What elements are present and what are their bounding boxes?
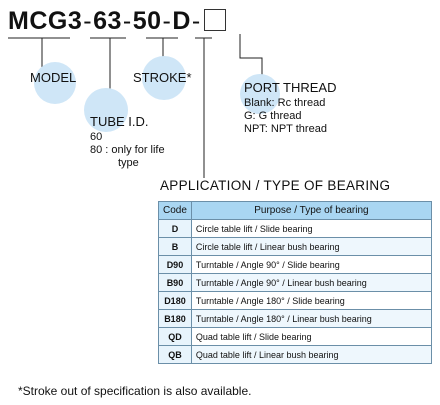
- row-code: D: [158, 219, 192, 238]
- table-row: D90 Turntable / Angle 90° / Slide bearin…: [158, 255, 432, 274]
- table-row: B90 Turntable / Angle 90° / Linear bush …: [158, 273, 432, 292]
- tube-option-80: 80 : only for life: [90, 144, 165, 156]
- model-label: MODEL: [30, 70, 77, 85]
- row-purpose: Quad table lift / Linear bush bearing: [190, 345, 432, 364]
- row-purpose: Circle table lift / Slide bearing: [190, 219, 432, 238]
- footnote: *Stroke out of specification is also ava…: [18, 384, 252, 398]
- row-code: QB: [158, 345, 192, 364]
- port-option-npt: NPT: NPT thread: [244, 123, 327, 135]
- tube-option-80-cont: type: [118, 157, 139, 169]
- row-code: B180: [158, 309, 192, 328]
- model-code: MCG3-63-50-D-: [8, 6, 226, 36]
- port-option-g: G: G thread: [244, 110, 302, 122]
- separator: -: [122, 7, 132, 35]
- stroke-bubble: [142, 56, 186, 100]
- row-purpose: Circle table lift / Linear bush bearing: [190, 237, 432, 256]
- separator: -: [191, 7, 201, 35]
- port-option-blank: Blank: Rc thread: [244, 97, 326, 109]
- row-code: B: [158, 237, 192, 256]
- application-table: Code Purpose / Type of bearing D Circle …: [158, 201, 432, 364]
- table-header-row: Code Purpose / Type of bearing: [158, 201, 432, 220]
- tube-code: 63: [93, 7, 122, 35]
- stroke-label: STROKE*: [133, 70, 192, 85]
- row-code: D90: [158, 255, 192, 274]
- table-row: B Circle table lift / Linear bush bearin…: [158, 237, 432, 256]
- row-code: D180: [158, 291, 192, 310]
- tube-bubble: [84, 88, 128, 132]
- series-code: MCG3: [8, 7, 83, 35]
- model-bubble: [34, 62, 76, 104]
- row-purpose: Turntable / Angle 180° / Linear bush bea…: [190, 309, 432, 328]
- port-leader: [239, 34, 263, 78]
- separator: -: [162, 7, 172, 35]
- table-row: D Circle table lift / Slide bearing: [158, 219, 432, 238]
- table-row: QD Quad table lift / Slide bearing: [158, 327, 432, 346]
- port-bubble: [240, 74, 280, 114]
- stroke-code: 50: [132, 7, 162, 35]
- row-purpose: Quad table lift / Slide bearing: [190, 327, 432, 346]
- row-code: QD: [158, 327, 192, 346]
- header-purpose: Purpose / Type of bearing: [190, 201, 432, 220]
- application-code: D: [172, 7, 191, 35]
- row-purpose: Turntable / Angle 180° / Slide bearing: [190, 291, 432, 310]
- row-purpose: Turntable / Angle 90° / Slide bearing: [190, 255, 432, 274]
- header-code: Code: [158, 201, 192, 220]
- tube-option-60: 60: [90, 131, 103, 143]
- tube-title: TUBE I.D.: [90, 114, 149, 129]
- port-thread-box: [203, 9, 226, 32]
- application-title: APPLICATION / TYPE OF BEARING: [160, 178, 391, 193]
- port-title: PORT THREAD: [244, 80, 337, 95]
- table-row: B180 Turntable / Angle 180° / Linear bus…: [158, 309, 432, 328]
- table-row: D180 Turntable / Angle 180° / Slide bear…: [158, 291, 432, 310]
- separator: -: [83, 7, 93, 35]
- table-row: QB Quad table lift / Linear bush bearing: [158, 345, 432, 364]
- row-purpose: Turntable / Angle 90° / Linear bush bear…: [190, 273, 432, 292]
- row-code: B90: [158, 273, 192, 292]
